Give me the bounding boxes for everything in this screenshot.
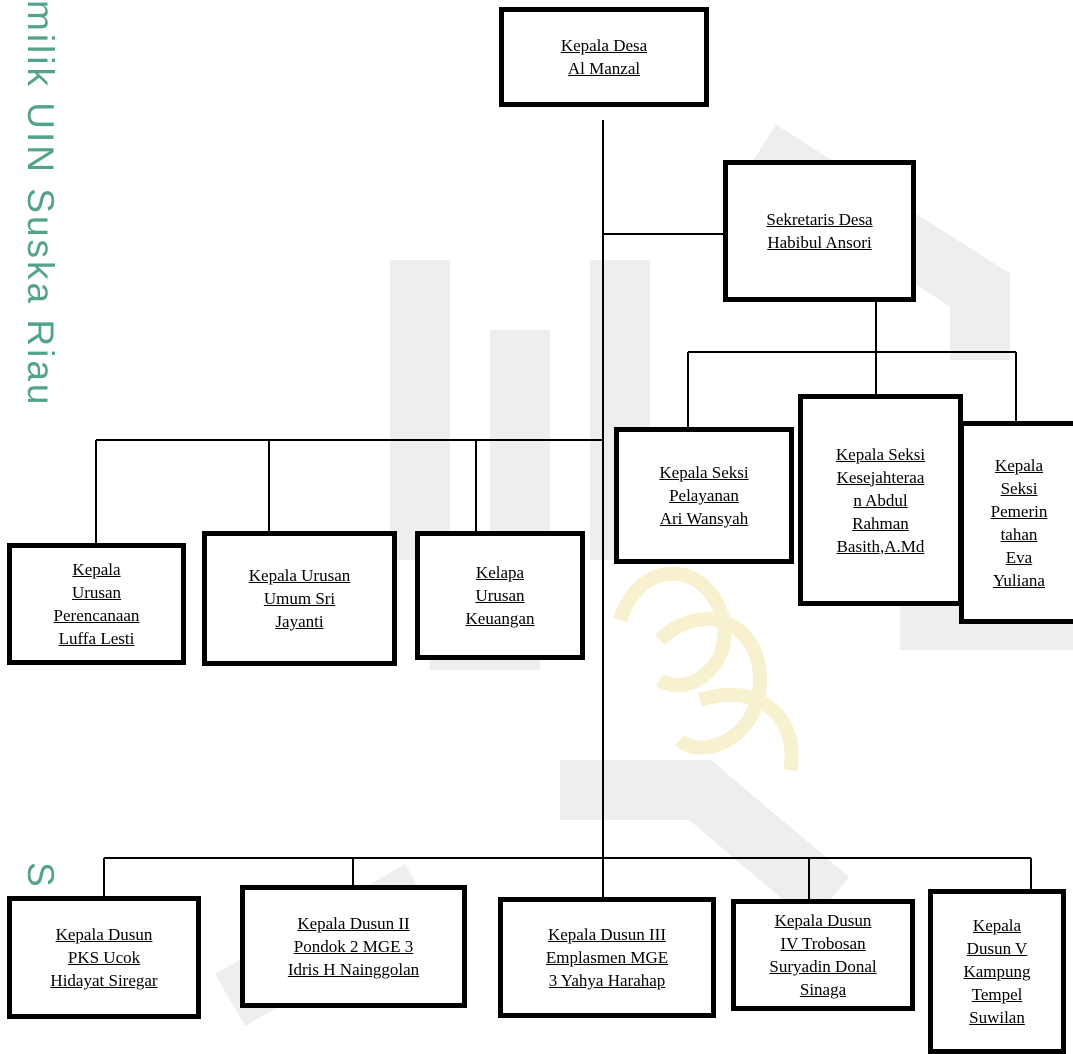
org-box-label: Kepala Dusun IV Trobosan Suryadin Donal … [769,911,877,999]
org-box-label: Kepala Urusan Perencanaan Luffa Lesti [53,560,140,648]
org-box-label: Kepala Seksi Pemerin tahan Eva Yuliana [990,455,1048,590]
watermark-side-text: milik UIN Suska Riau [20,0,61,408]
org-box-seksi-pelayanan: Kepala Seksi Pelayanan Ari Wansyah [614,427,794,564]
org-box-dusun-2: Kepala Dusun II Pondok 2 MGE 3 Idris H N… [240,885,467,1008]
org-box-dusun-5: Kepala Dusun V Kampung Tempel Suwilan [928,889,1066,1054]
org-box-label: Kepala Dusun III Emplasmen MGE 3 Yahya H… [545,925,669,990]
org-box-label: Sekretaris Desa Habibul Ansori [766,210,873,252]
org-box-dusun-1: Kepala Dusun PKS Ucok Hidayat Siregar [7,896,201,1019]
org-box-label: Kepala Seksi Pelayanan Ari Wansyah [659,463,749,528]
org-box-label: Kepala Dusun V Kampung Tempel Suwilan [963,916,1031,1027]
org-box-label: Kepala Seksi Kesejahteraa n Abdul Rahman… [835,444,926,556]
org-box-dusun-4: Kepala Dusun IV Trobosan Suryadin Donal … [731,899,915,1011]
org-box-label: Kelapa Urusan Keuangan [465,563,535,628]
org-box-seksi-pemerintahan: Kepala Seksi Pemerin tahan Eva Yuliana [959,421,1073,624]
org-box-label: Kepala Desa Al Manzal [560,36,648,78]
org-box-dusun-3: Kepala Dusun III Emplasmen MGE 3 Yahya H… [498,897,716,1018]
org-box-label: Kepala Urusan Umum Sri Jayanti [248,566,351,631]
org-box-seksi-kesejahteraan: Kepala Seksi Kesejahteraa n Abdul Rahman… [798,394,963,606]
org-box-urusan-perencanaan: Kepala Urusan Perencanaan Luffa Lesti [7,543,186,665]
org-box-urusan-keuangan: Kelapa Urusan Keuangan [415,531,585,660]
org-box-label: Kepala Dusun II Pondok 2 MGE 3 Idris H N… [287,914,420,979]
org-box-kepala-desa: Kepala Desa Al Manzal [499,7,709,107]
org-box-urusan-umum: Kepala Urusan Umum Sri Jayanti [202,531,397,666]
org-box-label: Kepala Dusun PKS Ucok Hidayat Siregar [50,925,158,990]
org-box-sekretaris-desa: Sekretaris Desa Habibul Ansori [723,160,916,302]
